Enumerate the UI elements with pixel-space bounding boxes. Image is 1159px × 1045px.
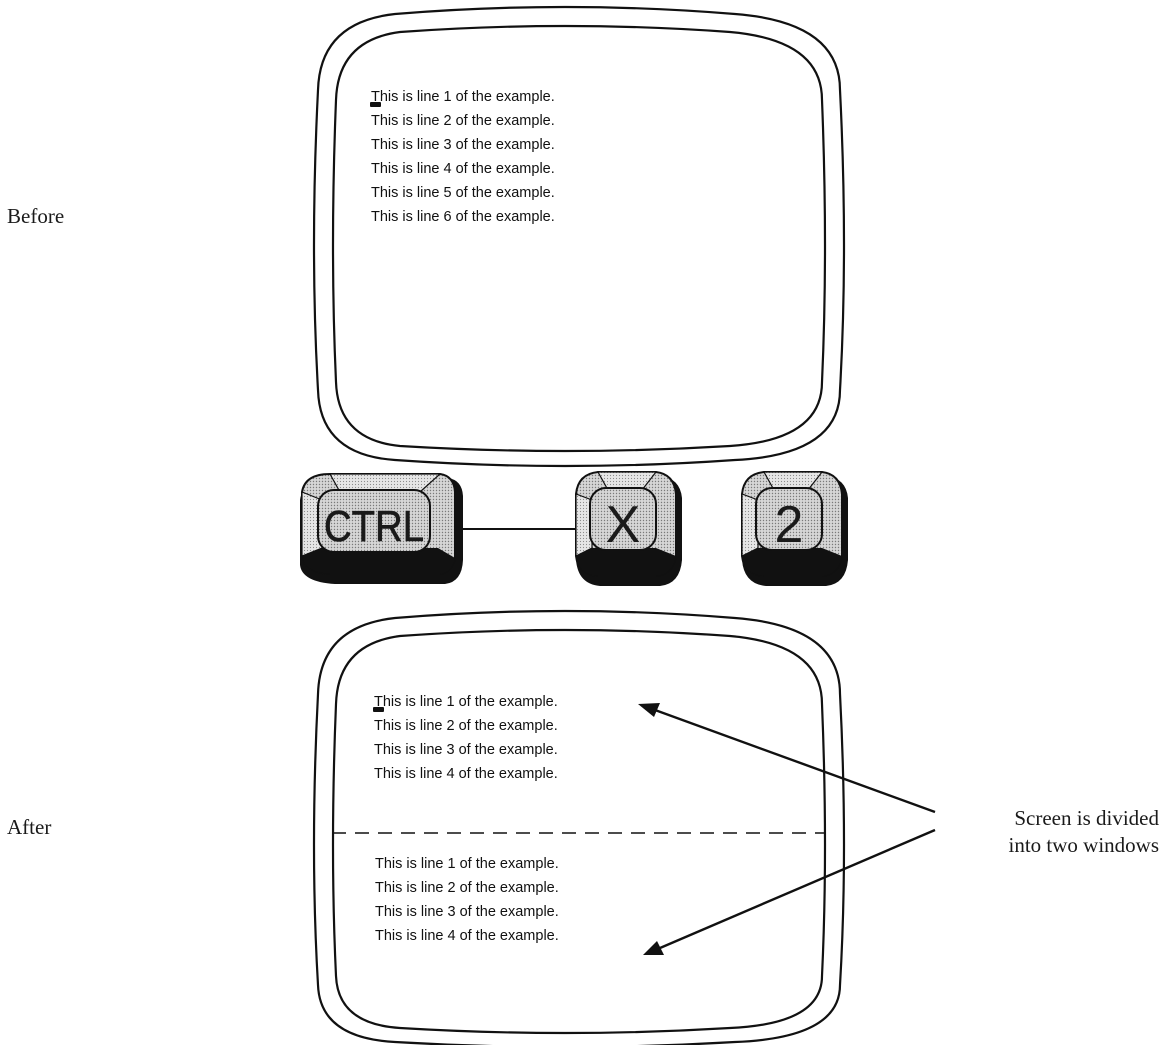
before-text-cursor: [370, 102, 381, 107]
before-monitor: [312, 5, 846, 468]
arrow-to-bottom-window: [659, 828, 936, 950]
before-monitor-outer-bezel: [312, 5, 846, 468]
annotation-line: Screen is divided: [1014, 806, 1159, 830]
text-line: This is line 6 of the example.: [371, 209, 555, 225]
after-monitor-inner-screen: [331, 628, 827, 1035]
before-screen-text: This is line 1 of the example. This is l…: [371, 85, 555, 229]
before-monitor-inner-screen: [331, 24, 827, 453]
arrow-to-top-window: [654, 708, 936, 814]
text-line: This is line 4 of the example.: [371, 161, 555, 177]
text-line: This is line 1 of the example.: [375, 856, 559, 872]
ctrl-key-label: CTRL: [324, 502, 424, 551]
two-key-label: 2: [775, 496, 804, 554]
annotation-line: into two windows: [1008, 833, 1159, 857]
text-line: This is line 4 of the example.: [374, 766, 558, 782]
arrow-to-top-window-head: [638, 703, 660, 717]
text-line: This is line 2 of the example.: [371, 113, 555, 129]
x-key-face: [589, 487, 657, 551]
arrow-to-bottom-window-head: [643, 941, 664, 955]
text-line: This is line 4 of the example.: [375, 928, 559, 944]
text-line: This is line 2 of the example.: [375, 880, 559, 896]
text-line: This is line 2 of the example.: [374, 718, 558, 734]
text-line: This is line 3 of the example.: [374, 742, 558, 758]
text-line: This is line 5 of the example.: [371, 185, 555, 201]
ctrl-key-face: [317, 489, 431, 553]
after-text-cursor: [373, 707, 384, 712]
x-key: [575, 471, 682, 586]
text-line: This is line 3 of the example.: [371, 137, 555, 153]
text-line: This is line 1 of the example.: [374, 694, 558, 710]
two-key: [741, 471, 848, 586]
text-line: This is line 3 of the example.: [375, 904, 559, 920]
x-key-label: X: [606, 496, 641, 554]
after-label: After: [7, 815, 52, 839]
annotation-arrows: [638, 703, 936, 955]
after-monitor: [312, 609, 846, 1045]
after-monitor-outer-bezel: [312, 609, 846, 1045]
before-label: Before: [7, 204, 65, 228]
after-top-window-text: This is line 1 of the example. This is l…: [374, 690, 558, 786]
split-screen-annotation: Screen is divided into two windows: [929, 805, 1159, 859]
after-bottom-window-text: This is line 1 of the example. This is l…: [375, 852, 559, 948]
ctrl-key: [300, 473, 463, 584]
text-line: This is line 1 of the example.: [371, 89, 555, 105]
two-key-face: [755, 487, 823, 551]
